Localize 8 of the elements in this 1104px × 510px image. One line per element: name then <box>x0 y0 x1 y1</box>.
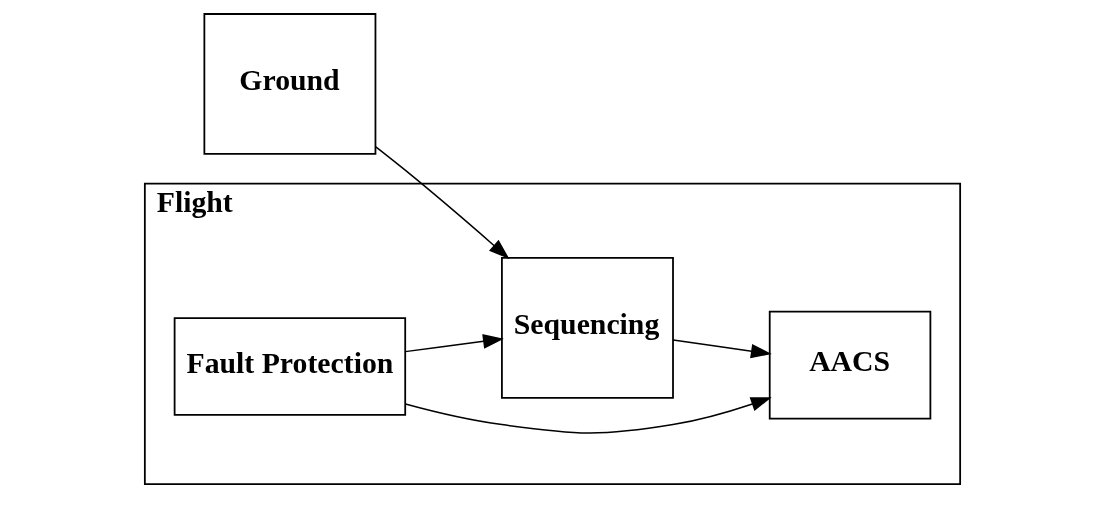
arrow <box>404 397 772 434</box>
node-box: Sequencing <box>500 257 674 399</box>
node-box: AACS <box>768 310 931 420</box>
arrow <box>672 339 772 359</box>
node-box: Ground <box>202 13 376 155</box>
arrow <box>404 334 504 353</box>
node-box: Fault Protection <box>173 317 406 416</box>
arrow <box>374 146 509 260</box>
